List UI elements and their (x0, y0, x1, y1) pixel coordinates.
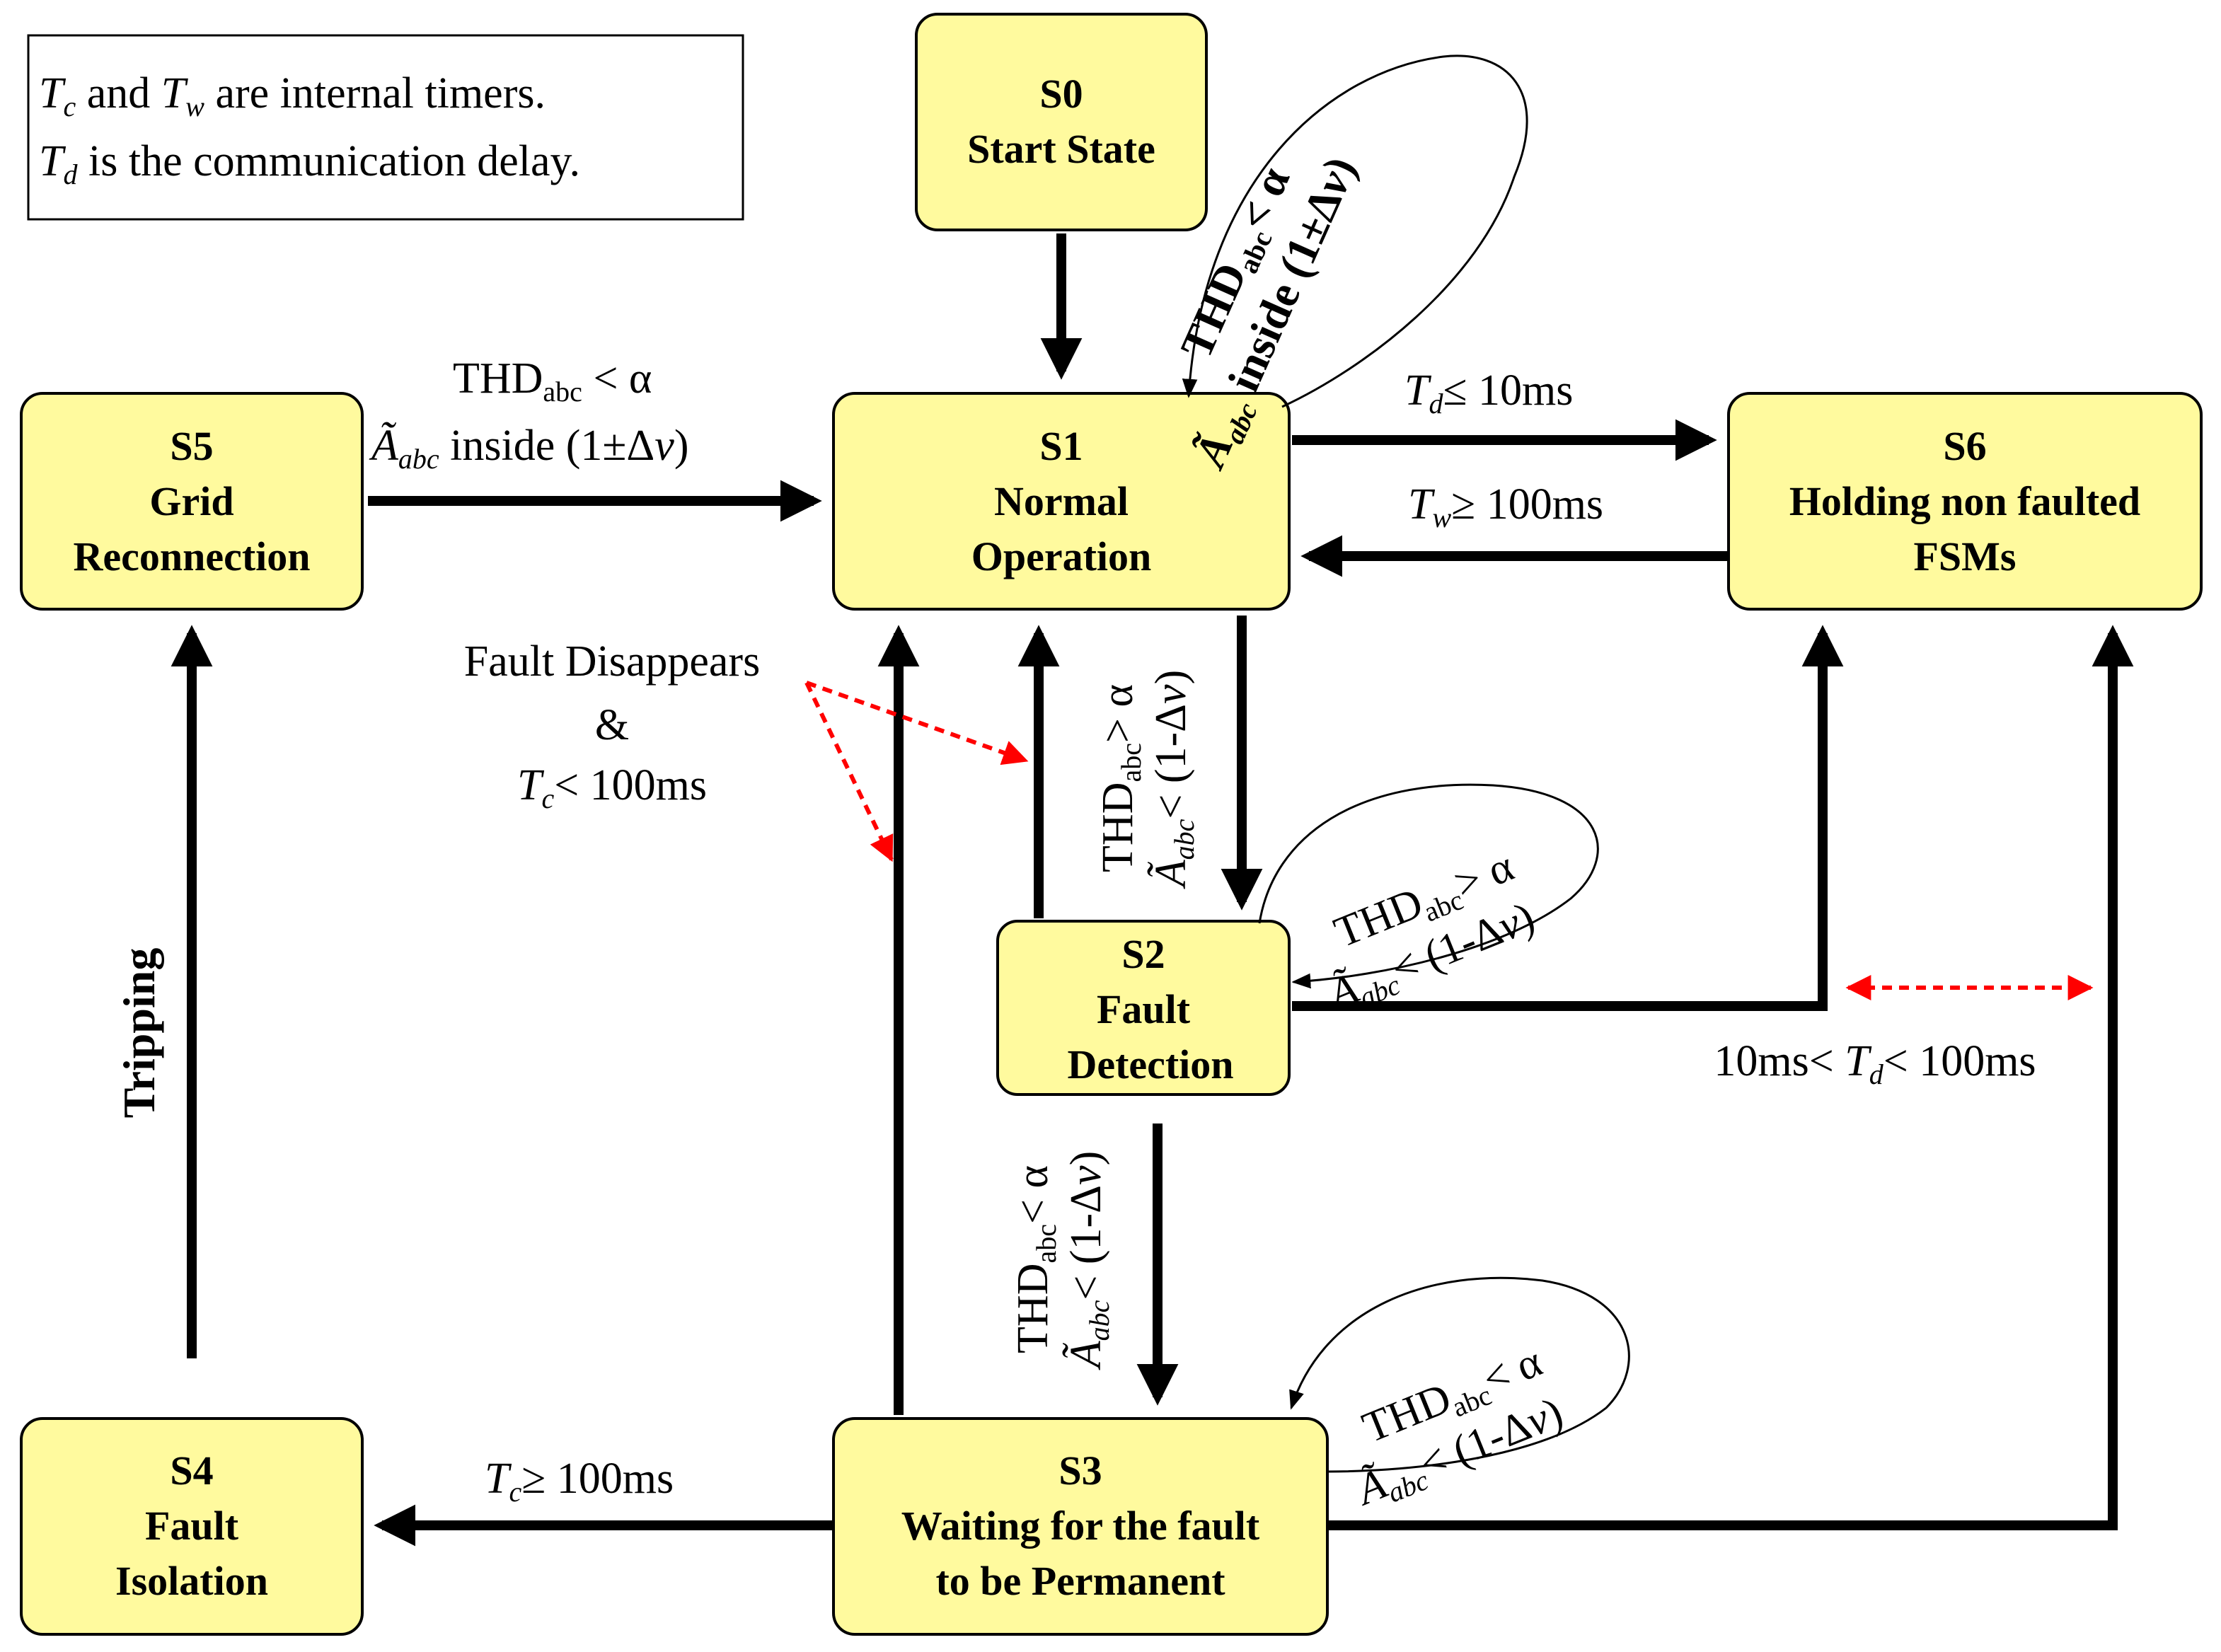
svg-text:THDabc< α: THDabc< α (1009, 1165, 1062, 1353)
state-s5-label-2: Reconnection (73, 533, 310, 579)
state-s1-id: S1 (1039, 423, 1083, 469)
state-s2-label-2: Detection (1067, 1041, 1233, 1087)
state-s2: S2 Fault Detection (996, 920, 1291, 1096)
label-s5-s1-thd: THDabc < α (453, 354, 652, 408)
state-s3: S3 Waiting for the fault to be Permanent (832, 1417, 1329, 1636)
label-fault-disappears: Fault Disappears (464, 637, 760, 686)
state-s0: S0 Start State (915, 13, 1208, 231)
label-s6-s1: Tw≥ 100ms (1408, 480, 1603, 533)
label-s1-s6: Td≤ 10ms (1404, 366, 1573, 420)
label-s1-s2: THDabc> α Ãabc< (1-Δv) (1094, 670, 1200, 889)
state-s1-label-2: Operation (971, 533, 1152, 579)
self-loop-s1 (1182, 54, 1528, 408)
label-tc-lt: Tc< 100ms (517, 761, 707, 814)
label-td-range: 10ms< Td< 100ms (1714, 1037, 2036, 1090)
label-tripping: Tripping (114, 948, 164, 1119)
state-s6-label-1: Holding non faulted (1789, 478, 2140, 524)
state-s0-label: Start State (967, 126, 1155, 172)
state-s5: S5 Grid Reconnection (20, 392, 364, 611)
state-s3-label-1: Waiting for the fault (901, 1503, 1260, 1549)
self-loop-s2 (1258, 783, 1599, 989)
state-s6: S6 Holding non faulted FSMs (1727, 392, 2203, 611)
label-ampersand: & (595, 701, 629, 749)
state-s4-label-2: Isolation (115, 1558, 268, 1604)
note-line-1: Tc and Tw are internal timers. (39, 69, 546, 122)
label-s5-s1-amp: Ãabc inside (1±Δv) (369, 422, 688, 475)
red-arrow-to-s2-s1 (805, 681, 1029, 766)
state-s1: S1 Normal Operation (832, 392, 1291, 611)
label-s3-self: THDabc< α Ãabc< (1-Δv) (1348, 1337, 1569, 1515)
state-s4-label-1: Fault (145, 1503, 239, 1549)
state-s2-label-1: Fault (1097, 986, 1191, 1032)
state-s4: S4 Fault Isolation (20, 1417, 364, 1636)
svg-text:THDabc> α: THDabc> α (1094, 684, 1147, 872)
label-s2-self: THDabc> α Ãabc< (1-Δv) (1320, 842, 1541, 1020)
arrow-s3-s6 (1327, 625, 2134, 1530)
state-s6-label-2: FSMs (1914, 533, 2017, 579)
svg-text:Ãabc< (1-Δv): Ãabc< (1-Δv) (1062, 1151, 1115, 1370)
svg-text:Ãabc< (1-Δv): Ãabc< (1-Δv) (1147, 670, 1200, 889)
self-loop-s3 (1289, 1276, 1630, 1473)
note-line-2: Td is the communication delay. (39, 137, 580, 190)
state-s1-label-1: Normal (994, 478, 1129, 524)
label-s3-s4: Tc≥ 100ms (485, 1455, 674, 1508)
state-s5-label-1: Grid (149, 478, 233, 524)
state-s0-id: S0 (1039, 71, 1083, 117)
state-s3-id: S3 (1058, 1448, 1102, 1494)
label-s2-s3: THDabc< α Ãabc< (1-Δv) (1009, 1151, 1115, 1370)
state-s4-id: S4 (170, 1448, 213, 1494)
state-s3-label-2: to be Permanent (935, 1558, 1225, 1604)
state-s2-id: S2 (1121, 931, 1165, 977)
legend-note: Tc and Tw are internal timers. Td is the… (27, 34, 744, 221)
arrow-s2-s6 (1292, 625, 1844, 1011)
state-s6-id: S6 (1943, 423, 1986, 469)
svg-text:Tripping: Tripping (114, 948, 164, 1119)
state-s5-id: S5 (170, 423, 213, 469)
